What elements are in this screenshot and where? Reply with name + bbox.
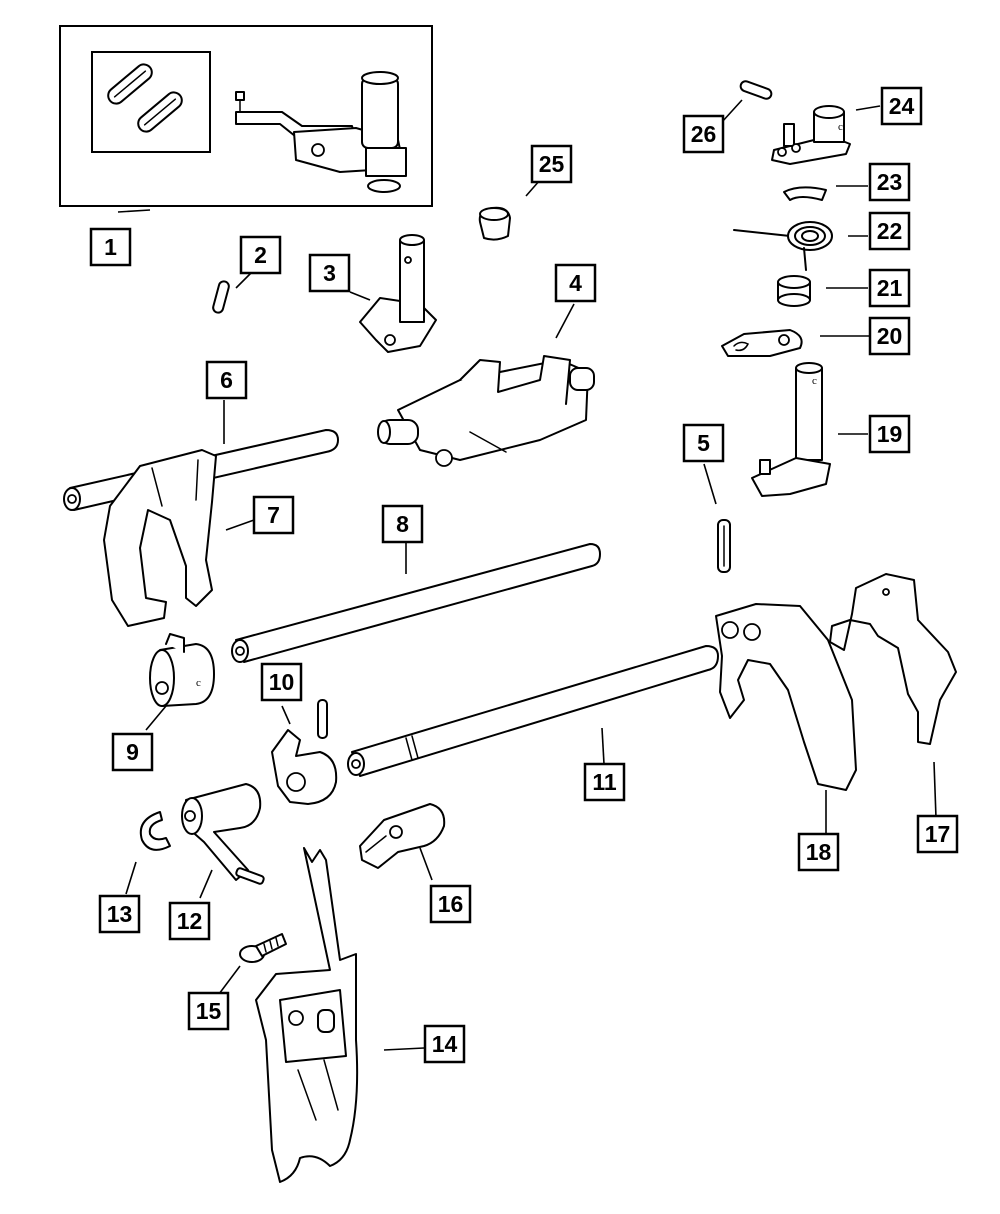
callout-3[interactable]: 3 — [308, 253, 351, 293]
callout-14-label: 14 — [432, 1031, 458, 1057]
callout-26-label: 26 — [691, 121, 717, 147]
callout-1-label: 1 — [104, 234, 117, 260]
callout-8-label: 8 — [396, 511, 409, 537]
callout-16[interactable]: 16 — [429, 884, 472, 924]
callout-4-label: 4 — [569, 270, 582, 296]
callout-20-label: 20 — [877, 323, 903, 349]
callout-22[interactable]: 22 — [868, 211, 911, 251]
callout-24-label: 24 — [889, 93, 915, 119]
callout-21-label: 21 — [877, 275, 903, 301]
callout-11[interactable]: 11 — [583, 762, 626, 802]
callout-5-label: 5 — [697, 430, 710, 456]
part-24-cover-plate: c — [771, 105, 851, 165]
callout-7[interactable]: 7 — [252, 495, 295, 535]
callout-10[interactable]: 10 — [260, 662, 303, 702]
part-14-bracket — [255, 847, 359, 1183]
part-3-shaft — [359, 234, 437, 353]
callout-6-label: 6 — [220, 367, 233, 393]
part-15-bolt — [239, 933, 287, 963]
callout-14[interactable]: 14 — [423, 1024, 466, 1064]
callout-8[interactable]: 8 — [381, 504, 424, 544]
callout-20[interactable]: 20 — [868, 316, 911, 356]
part-12-lever — [181, 783, 265, 885]
callout-15-label: 15 — [196, 998, 222, 1024]
callout-23[interactable]: 23 — [868, 162, 911, 202]
callout-11-label: 11 — [592, 769, 617, 795]
part-26-pin — [739, 80, 773, 100]
part-11-shift-rail — [347, 645, 719, 777]
callout-18-label: 18 — [806, 839, 832, 865]
callout-3-label: 3 — [323, 260, 336, 286]
callout-13-label: 13 — [107, 901, 133, 927]
callout-16-label: 16 — [438, 891, 464, 917]
part-18-shift-fork — [715, 603, 857, 791]
part-20-gasket — [721, 329, 803, 357]
part-19-shaft: c — [751, 362, 831, 497]
part-19-mark: c — [812, 375, 817, 387]
callout-17-label: 17 — [925, 821, 951, 847]
leader-lines — [117, 99, 937, 1051]
part-5-roll-pin — [717, 519, 731, 573]
callout-15[interactable]: 15 — [187, 991, 230, 1031]
part-9-collar: c — [149, 633, 215, 707]
callout-22-label: 22 — [877, 218, 903, 244]
callout-5[interactable]: 5 — [682, 423, 725, 463]
part-8-shift-rail — [231, 543, 601, 663]
callout-18[interactable]: 18 — [797, 832, 840, 872]
callout-21[interactable]: 21 — [868, 268, 911, 308]
callout-1[interactable]: 1 — [89, 227, 132, 267]
part-22-spring — [733, 221, 833, 271]
callout-12[interactable]: 12 — [168, 901, 211, 941]
callout-2-label: 2 — [254, 242, 267, 268]
part-2-roll-pin — [212, 280, 230, 314]
callout-19[interactable]: 19 — [868, 414, 911, 454]
callout-2[interactable]: 2 — [239, 235, 282, 275]
part-10-lug — [271, 699, 338, 805]
callout-23-label: 23 — [877, 169, 903, 195]
callout-9-label: 9 — [126, 739, 139, 765]
callout-9[interactable]: 9 — [111, 732, 154, 772]
part-4-selector-housing — [377, 355, 595, 467]
part-13-clip — [139, 811, 171, 851]
callout-6[interactable]: 6 — [205, 360, 248, 400]
callout-19-label: 19 — [877, 421, 903, 447]
callout-12-label: 12 — [177, 908, 203, 934]
callout-7-label: 7 — [267, 502, 280, 528]
part-25-clip — [478, 206, 511, 241]
part-9-mark: c — [196, 677, 201, 689]
callout-25[interactable]: 25 — [530, 144, 573, 184]
part-1-kit — [59, 25, 433, 207]
callout-13[interactable]: 13 — [98, 894, 141, 934]
callout-26[interactable]: 26 — [682, 114, 725, 154]
callout-4[interactable]: 4 — [554, 263, 597, 303]
part-21-bushing — [777, 275, 811, 307]
callout-25-label: 25 — [539, 151, 565, 177]
part-16-fitting — [359, 803, 446, 869]
part-23-shim — [783, 186, 827, 201]
part-17-shift-fork — [829, 573, 957, 745]
callout-10-label: 10 — [269, 669, 295, 695]
callout-17[interactable]: 17 — [916, 814, 959, 854]
callout-24[interactable]: 24 — [880, 86, 923, 126]
part-7-shift-fork — [103, 449, 217, 627]
part-24-mark: c — [838, 121, 843, 133]
